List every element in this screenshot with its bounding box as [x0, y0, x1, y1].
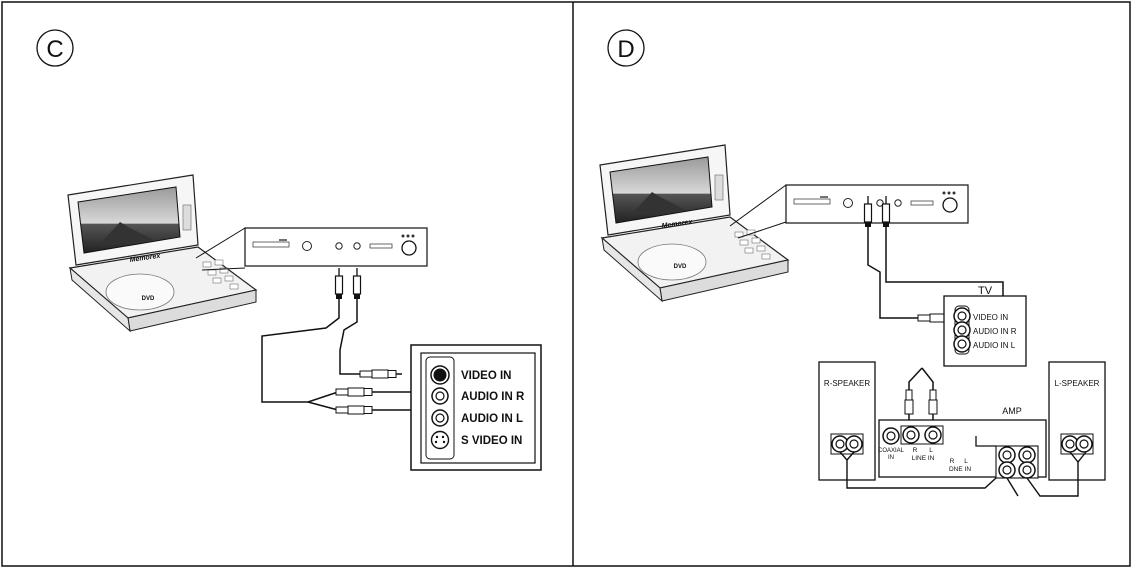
brand-label: Memorex [661, 219, 694, 230]
tv-label-audio-in-r: AUDIO IN R [973, 327, 1017, 336]
cable-audio [908, 367, 923, 390]
label-video-in: VIDEO IN [461, 370, 511, 382]
dvd-player [599, 144, 789, 302]
tv-audio-in-l-jack [953, 335, 971, 353]
jack-strip [425, 356, 455, 460]
zoom-line [201, 267, 246, 271]
r-speaker-label: R-SPEAKER [824, 379, 870, 388]
line-in-l-label: L [929, 447, 933, 454]
disc-logo: DVD [142, 296, 155, 302]
coaxial-in-label: IN [888, 455, 894, 461]
panel-d-letter: D [617, 36, 634, 63]
l-speaker-post [1075, 435, 1093, 453]
rca-plug-video [359, 369, 403, 379]
line-in-r-jack [902, 426, 920, 444]
jack-panel-zoom [244, 227, 428, 267]
rca-plug-line-r [904, 389, 914, 421]
speaker-out-jack [998, 446, 1016, 464]
panel-d-badge [607, 29, 645, 67]
tv-title: TV [978, 285, 993, 297]
amp-title: AMP [1002, 406, 1022, 416]
panel-c: C Memorex DVD VIDEO IN AUDIO IN R [36, 29, 542, 471]
video-in-jack-core [433, 368, 447, 382]
cable-audio [921, 367, 934, 390]
tv-label-audio-in-l: AUDIO IN L [973, 341, 1016, 350]
zoom-line [737, 221, 787, 239]
coaxial-jack [882, 427, 900, 445]
speaker-out-jack [1018, 446, 1036, 464]
audio-in-l-jack [431, 409, 449, 427]
panel-d: D Memorex DVD TV VIDEO IN AUDIO IN R AUD… [599, 29, 1106, 497]
audio-in-r-jack [431, 387, 449, 405]
mini-plug [334, 267, 344, 300]
dne-l-label: L [964, 458, 968, 465]
cable-video [867, 227, 924, 319]
label-s-video-in: S VIDEO IN [461, 435, 522, 447]
dvd-player [67, 174, 257, 332]
speaker-out-jack [998, 461, 1016, 479]
rca-plug-audio-l [335, 405, 379, 415]
zoom-line [195, 227, 246, 259]
speaker-wire-l [1006, 477, 1019, 497]
speaker-wire-l [1026, 462, 1079, 497]
r-speaker-post [845, 435, 863, 453]
line-in-label: LINE IN [912, 455, 935, 462]
brand-label: Memorex [129, 253, 162, 264]
dne-r-label: R [950, 458, 955, 465]
s-video-jack [430, 430, 450, 450]
jack-panel-zoom [785, 184, 969, 224]
rca-plug-line-l [928, 389, 938, 421]
label-audio-in-l: AUDIO IN L [461, 413, 523, 425]
l-speaker-label: L-SPEAKER [1055, 379, 1100, 388]
dne-in-label: DNE IN [949, 466, 971, 473]
cable-audio [261, 299, 340, 403]
panel-c-letter: C [46, 36, 63, 63]
speaker-wire-r [839, 451, 997, 489]
coaxial-label: COAXIAL [878, 448, 905, 454]
tv-label-video-in: VIDEO IN [973, 313, 1008, 322]
speaker-out-jack [1018, 461, 1036, 479]
speaker-wire-l [1069, 451, 1087, 464]
cable-video [339, 299, 360, 375]
cable-audio [307, 401, 339, 411]
speaker-wire [975, 436, 996, 447]
panel-c-badge [36, 29, 74, 67]
zoom-line [729, 184, 787, 227]
rca-plug-audio-r [335, 387, 379, 397]
line-in-l-jack [924, 426, 942, 444]
speaker-wire-r [846, 451, 855, 461]
line-in-r-label: R [913, 447, 918, 454]
label-audio-in-r: AUDIO IN R [461, 391, 525, 403]
mini-plug [352, 267, 362, 300]
disc-logo: DVD [674, 264, 687, 270]
